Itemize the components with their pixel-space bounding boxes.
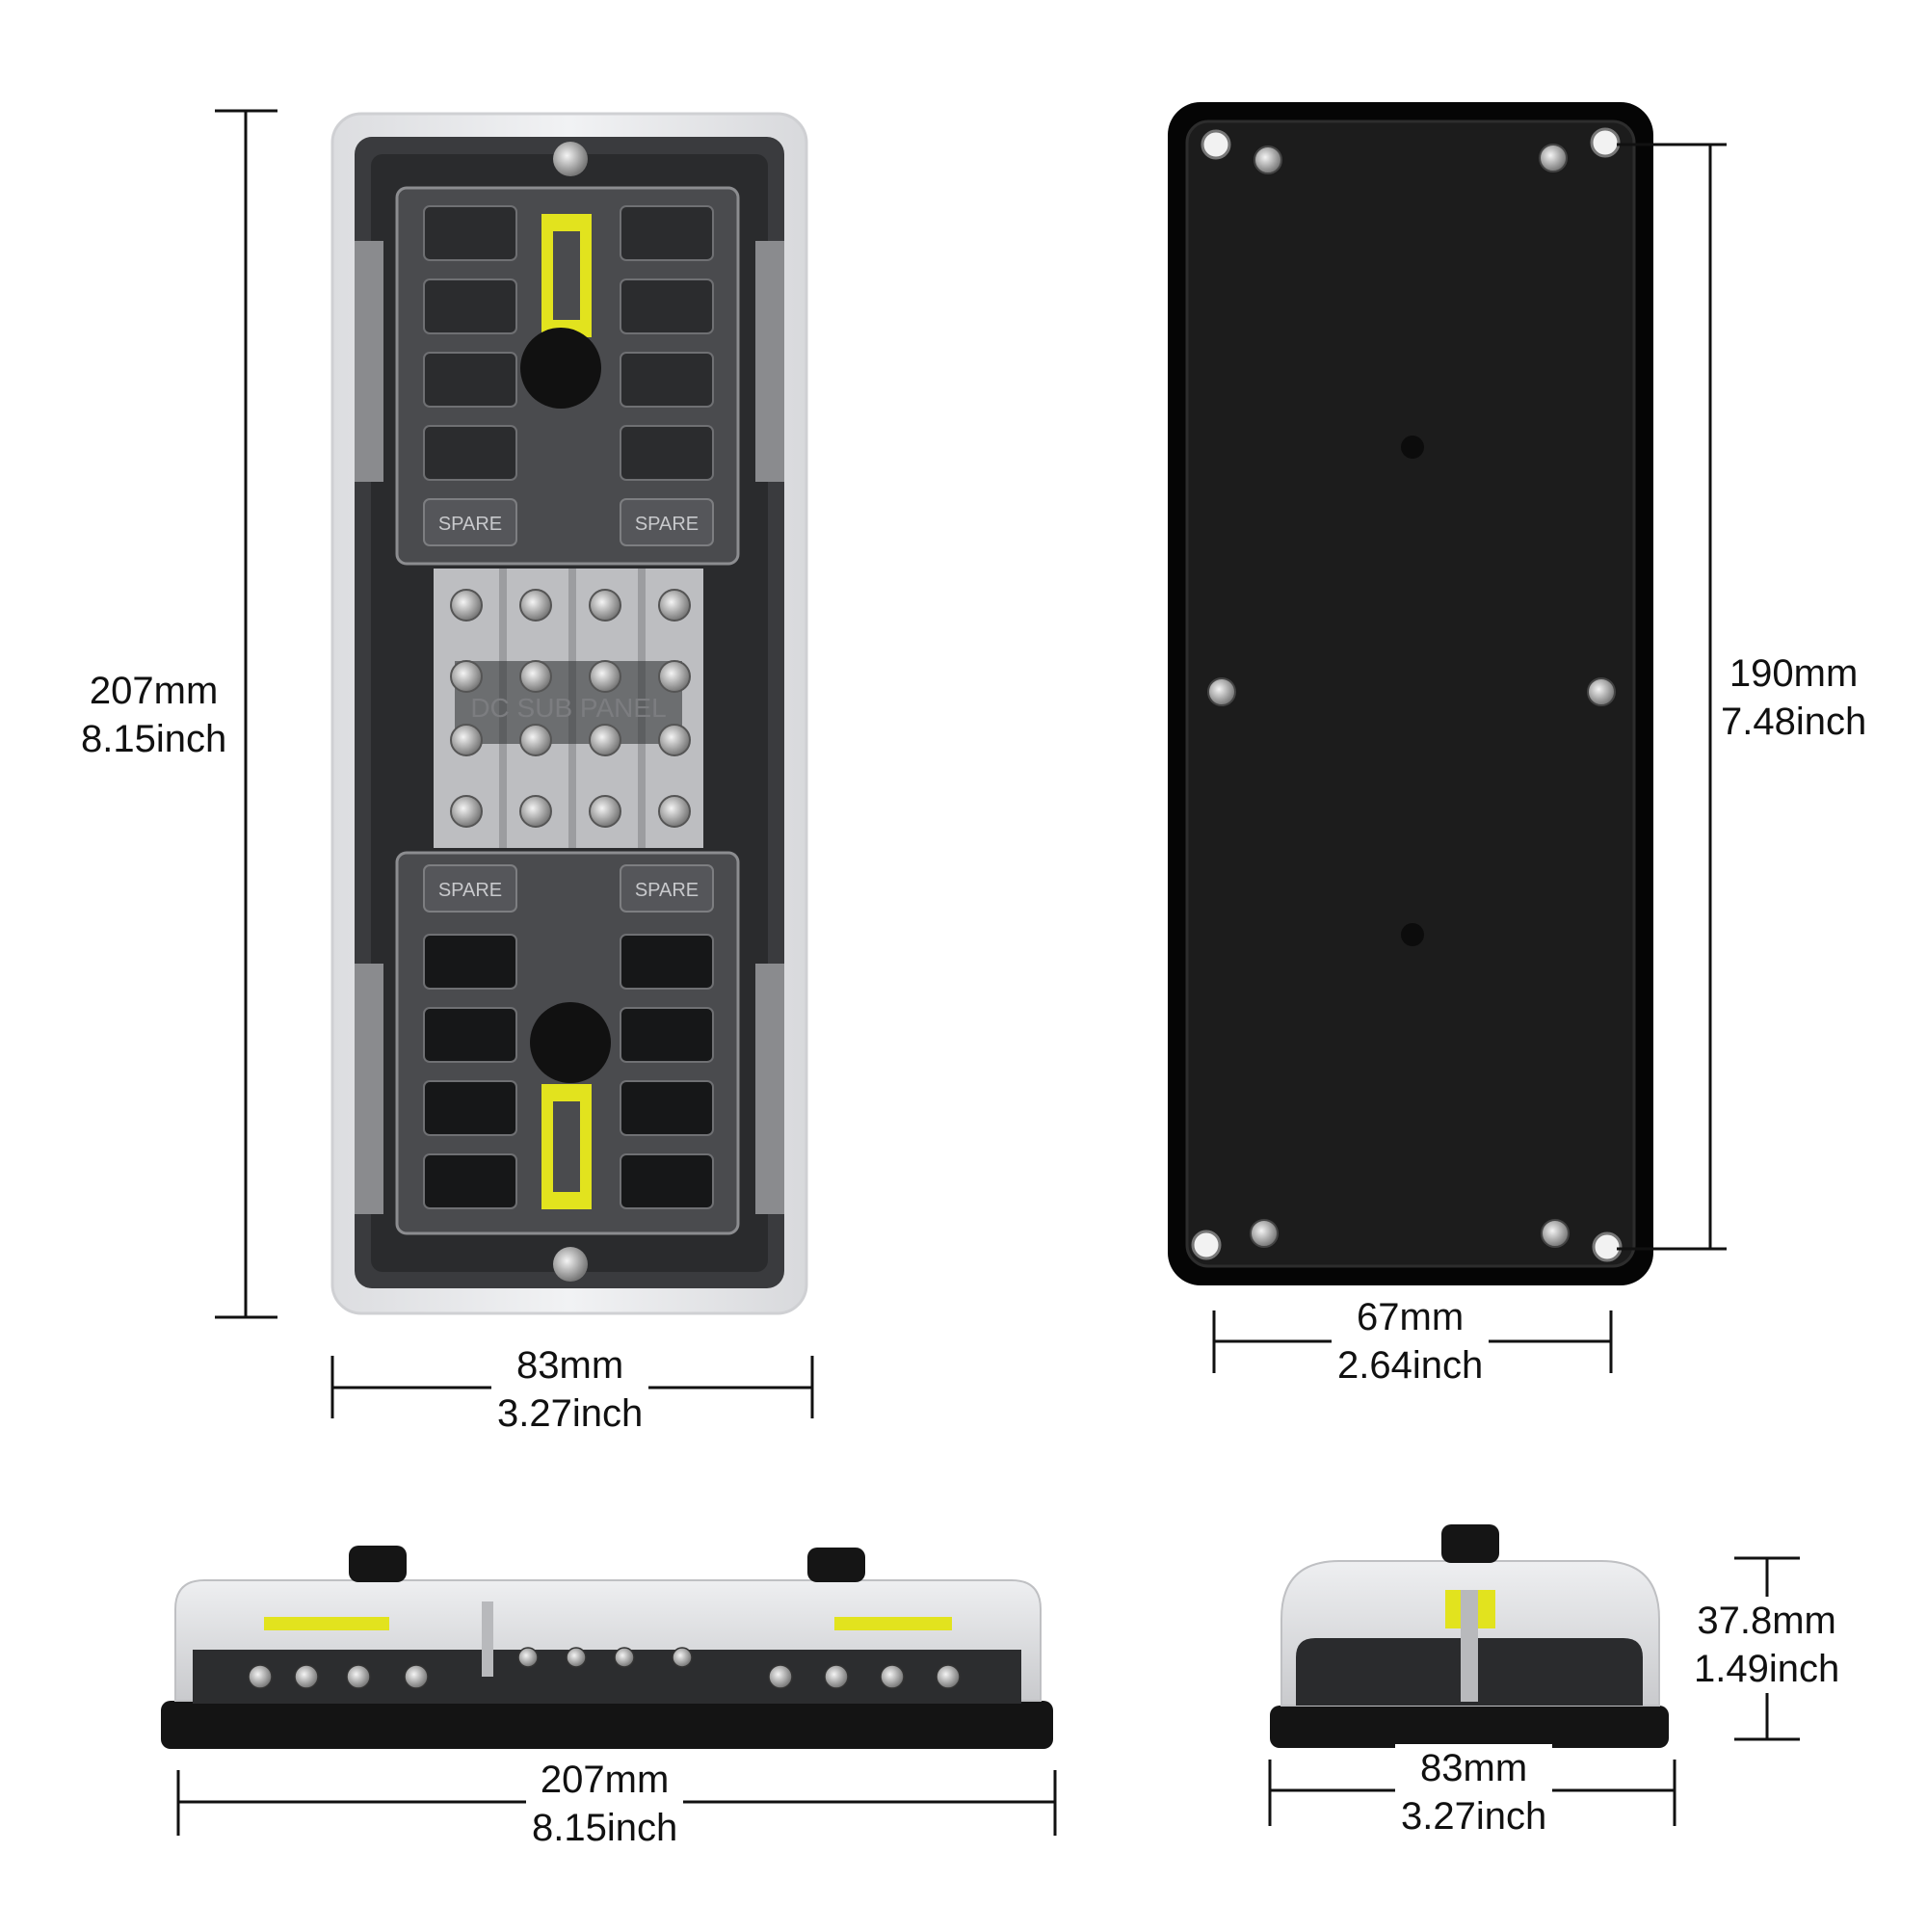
bottom-view-height-label: 190mm 7.48inch [1715,649,1873,746]
bottom-view [1168,102,1653,1285]
bottom-view-height-mm: 190mm [1729,652,1859,695]
end-view-height-mm: 37.8mm [1697,1600,1836,1642]
top-view-width-inch: 3.27inch [497,1392,644,1435]
spare-label-upper-right: SPARE [635,514,699,535]
top-view-height-mm: 207mm [89,670,219,712]
end-view-width-label: 83mm 3.27inch [1395,1744,1553,1840]
bus-bar-section: DC SUB PANEL [434,569,703,848]
top-view-height-inch: 8.15inch [81,718,227,760]
top-view-height-dimension [215,109,277,1319]
bottom-view-height-inch: 7.48inch [1721,701,1867,743]
cover-knob-lower [530,1002,611,1083]
side-view-length-inch: 8.15inch [532,1807,678,1849]
end-view [1270,1524,1669,1748]
left-terminal-strip [355,241,383,1214]
side-view-length-mm: 207mm [540,1759,670,1801]
spare-label-lower-left: SPARE [438,880,502,901]
bottom-screws [1207,144,1616,1248]
bottom-view-width-mm: 67mm [1357,1296,1465,1338]
right-terminal-strip [755,241,784,1214]
end-view-width-mm: 83mm [1420,1747,1528,1789]
bus-label: DC SUB PANEL [470,693,666,723]
upper-fuse-block: SPARE SPARE [395,186,740,566]
side-view-length-label: 207mm 8.15inch [526,1756,684,1852]
side-view [161,1546,1053,1749]
cover-knob-upper [520,328,601,409]
spare-label-lower-right: SPARE [635,880,699,901]
top-view-width-label: 83mm 3.27inch [491,1341,649,1438]
bottom-view-width-label: 67mm 2.64inch [1332,1293,1490,1389]
top-view: SPARE SPARE DC SUB PANEL [330,112,808,1315]
bottom-view-width-inch: 2.64inch [1337,1344,1484,1387]
mounting-holes [1191,127,1623,1262]
top-view-width-mm: 83mm [516,1344,624,1387]
lower-fuse-block: SPARE SPARE [395,851,740,1235]
end-view-height-label: 37.8mm 1.49inch [1688,1597,1846,1693]
bottom-view-height-dimension [1617,143,1727,1251]
top-view-height-label: 207mm 8.15inch [75,667,233,763]
spare-label-upper-left: SPARE [438,514,502,535]
end-view-height-inch: 1.49inch [1694,1648,1840,1690]
end-view-width-inch: 3.27inch [1401,1795,1547,1838]
